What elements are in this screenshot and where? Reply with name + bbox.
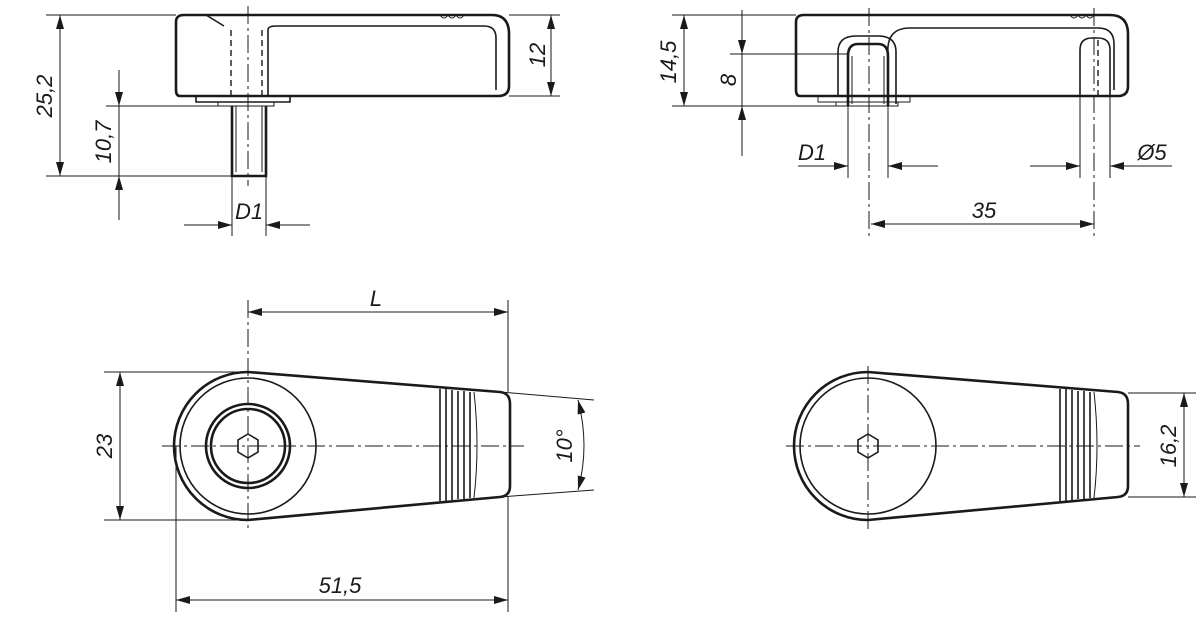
pin-hole xyxy=(1079,37,1111,96)
threaded-insert xyxy=(846,42,890,106)
dim-side-lever-height: 12 xyxy=(525,43,550,67)
dim-top2-tip-width: 16,2 xyxy=(1156,425,1181,468)
dim-side-height-total: 25,2 xyxy=(32,75,57,119)
dim-side2-pin-dia: Ø5 xyxy=(1136,140,1167,165)
lever-top-outline-2 xyxy=(792,370,1130,522)
dim-top-length: L xyxy=(370,286,382,311)
dim-side2-hole-spacing: 35 xyxy=(972,198,997,223)
dim-side2-height: 14,5 xyxy=(656,40,681,84)
threaded-stud xyxy=(230,106,268,178)
dim-side2-insert-depth: 8 xyxy=(716,73,741,86)
lever-body-outline xyxy=(174,13,511,98)
side-view-insert: 14,5 8 D1 Ø5 35 xyxy=(656,8,1172,240)
dim-side-thread-dia: D1 xyxy=(235,199,263,224)
lever-body-outline-2 xyxy=(794,13,1130,98)
dim-side-thread-length: 10,7 xyxy=(91,120,116,164)
dim-top-width: 23 xyxy=(92,433,117,459)
side-view-stud: 25,2 10,7 D1 12 xyxy=(32,6,560,236)
dim-top-angle: 10° xyxy=(552,429,577,462)
lever-top-outline xyxy=(172,370,512,522)
top-view-socket: L 23 10° 51,5 xyxy=(92,286,595,612)
top-view-plain: 16,2 xyxy=(786,366,1196,532)
dim-side2-thread-dia: D1 xyxy=(798,140,826,165)
dim-top-total-length: 51,5 xyxy=(319,573,363,598)
